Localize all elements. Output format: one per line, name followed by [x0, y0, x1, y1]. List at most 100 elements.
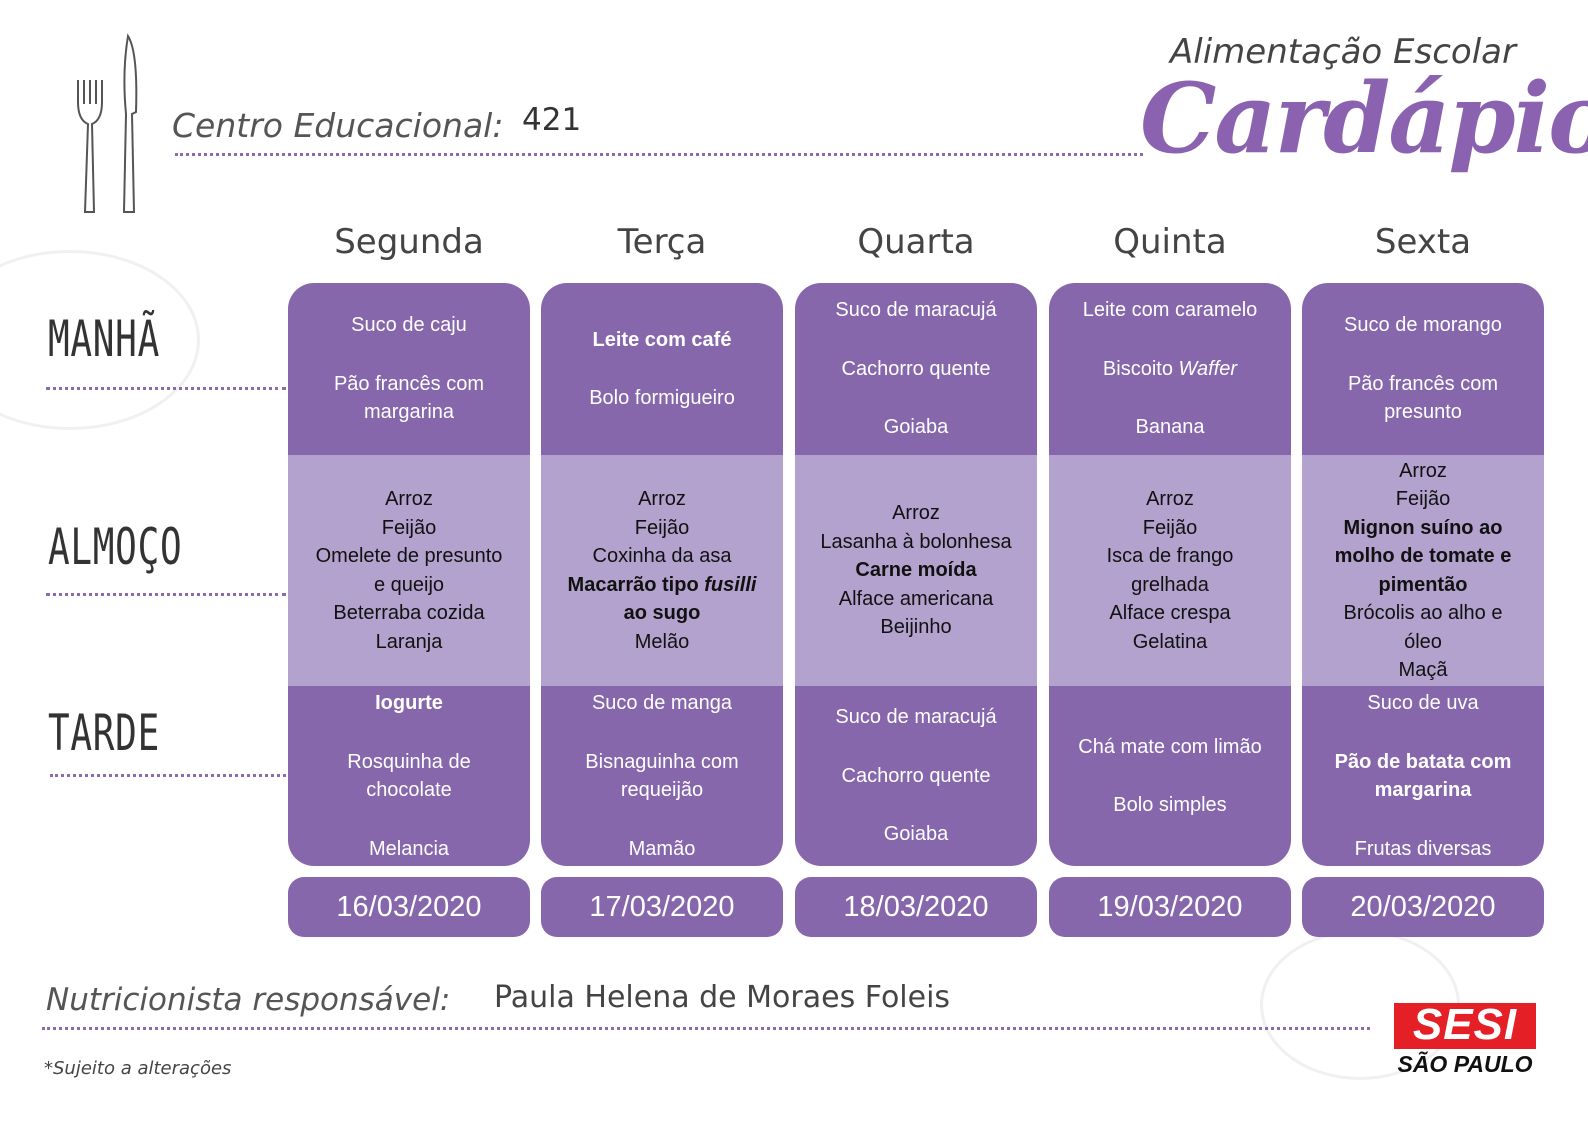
menu-line: Arroz: [1107, 485, 1234, 514]
nutritionist-label: Nutricionista responsável:: [46, 982, 451, 1018]
menu-text: Banana: [1135, 416, 1205, 439]
divider: [46, 593, 286, 596]
menu-text: Bisnaguinha com: [585, 750, 739, 773]
menu-item: Suco de maracujá: [835, 703, 996, 732]
menu-item: Leite com café: [593, 326, 732, 355]
date-badge: 20/03/2020: [1302, 877, 1544, 937]
menu-item: Bolo simples: [1113, 791, 1226, 820]
menu-line: Biscoito Waffer: [1103, 355, 1237, 384]
menu-text: Laranja: [375, 630, 443, 653]
menu-text: Feijão: [634, 516, 690, 539]
menu-line: Pão de batata com: [1335, 748, 1512, 777]
menu-line: Pão francês com: [334, 370, 484, 399]
logo-region: SÃO PAULO: [1397, 1051, 1533, 1077]
menu-line: Feijão: [1335, 485, 1512, 514]
menu-item: Mamão: [629, 835, 696, 864]
menu-text: Cachorro quente: [841, 764, 991, 787]
menu-line: Feijão: [568, 514, 757, 543]
menu-line: Pão francês com: [1348, 370, 1498, 399]
menu-text: Suco de maracujá: [835, 706, 997, 729]
menu-line: Carne moída: [820, 556, 1011, 585]
menu-item: Bisnaguinha com requeijão: [585, 748, 738, 805]
header-subtitle: Alimentação Escolar: [1170, 32, 1516, 72]
menu-line: Chá mate com limão: [1078, 733, 1261, 762]
menu-text: grelhada: [1131, 573, 1209, 596]
menu-text: Arroz: [638, 488, 686, 510]
menu-line: Omelete de presunto: [316, 542, 503, 571]
menu-text: margarina: [1374, 779, 1472, 801]
menu-item: Cachorro quente: [842, 762, 991, 791]
menu-text: Mignon suíno ao: [1343, 516, 1503, 539]
menu-line: presunto: [1348, 398, 1498, 427]
menu-text: Isca de frango: [1106, 545, 1234, 567]
menu-text: e queijo: [373, 573, 445, 596]
menu-text: Carne moída: [855, 559, 977, 582]
menu-text: Melão: [634, 630, 690, 653]
menu-text: Bolo formigueiro: [589, 387, 735, 409]
menu-item: Suco de caju: [351, 311, 467, 340]
centro-label: Centro Educacional:: [172, 106, 504, 145]
menu-text: Goiaba: [883, 823, 949, 846]
menu-item: Frutas diversas: [1355, 835, 1492, 864]
menu-line: Rosquinha de: [347, 748, 470, 777]
date-badge: 17/03/2020: [541, 877, 783, 937]
menu-line: Suco de morango: [1344, 311, 1502, 340]
menu-line: Feijão: [1107, 514, 1234, 543]
menu-line: Suco de maracujá: [835, 703, 996, 732]
menu-line: Melancia: [369, 835, 449, 864]
cutlery-icon: [72, 32, 147, 217]
menu-text: requeijão: [620, 779, 704, 801]
menu-text: Feijão: [381, 516, 437, 539]
menu-line: Beijinho: [820, 613, 1011, 642]
menu-line: margarina: [334, 398, 484, 427]
menu-item: Melancia: [369, 835, 449, 864]
menu-line: óleo: [1335, 628, 1512, 657]
day-header: Sexta: [1374, 222, 1472, 262]
divider: [175, 153, 1143, 156]
menu-line: Alface americana: [820, 585, 1011, 614]
menu-text: Cachorro quente: [841, 357, 991, 380]
day-header: Quinta: [1113, 222, 1227, 262]
divider: [50, 774, 286, 777]
menu-line: margarina: [1335, 776, 1512, 805]
date-badge: 19/03/2020: [1049, 877, 1291, 937]
menu-text: Lasanha à bolonhesa: [820, 530, 1012, 553]
menu-text: Beijinho: [880, 616, 952, 639]
nutritionist-name: Paula Helena de Moraes Foleis: [494, 980, 951, 1015]
menu-text: Brócolis ao alho e: [1343, 602, 1503, 624]
menu-line: Frutas diversas: [1355, 835, 1492, 864]
menu-line: Goiaba: [884, 413, 949, 442]
menu-text: Arroz: [892, 502, 940, 525]
menu-line: Suco de uva: [1367, 689, 1478, 718]
menu-line: Coxinha da asa: [568, 542, 757, 571]
menu-line: Brócolis ao alho e: [1335, 599, 1512, 628]
day-header: Segunda: [334, 222, 484, 262]
menu-line: Arroz: [820, 499, 1011, 528]
menu-line: Beterraba cozida: [316, 599, 503, 628]
menu-text: óleo: [1404, 630, 1442, 653]
menu-line: Bolo simples: [1113, 791, 1226, 820]
menu-text: Rosquinha de: [347, 750, 471, 773]
period-afternoon: TARDE: [48, 704, 160, 762]
menu-line: requeijão: [585, 776, 738, 805]
menu-text: Feijão: [1142, 516, 1198, 539]
menu-line: Maçã: [1335, 656, 1512, 685]
date-badge: 16/03/2020: [288, 877, 530, 937]
menu-item: Suco de manga: [592, 689, 732, 718]
menu-text: Alface americana: [838, 587, 994, 610]
